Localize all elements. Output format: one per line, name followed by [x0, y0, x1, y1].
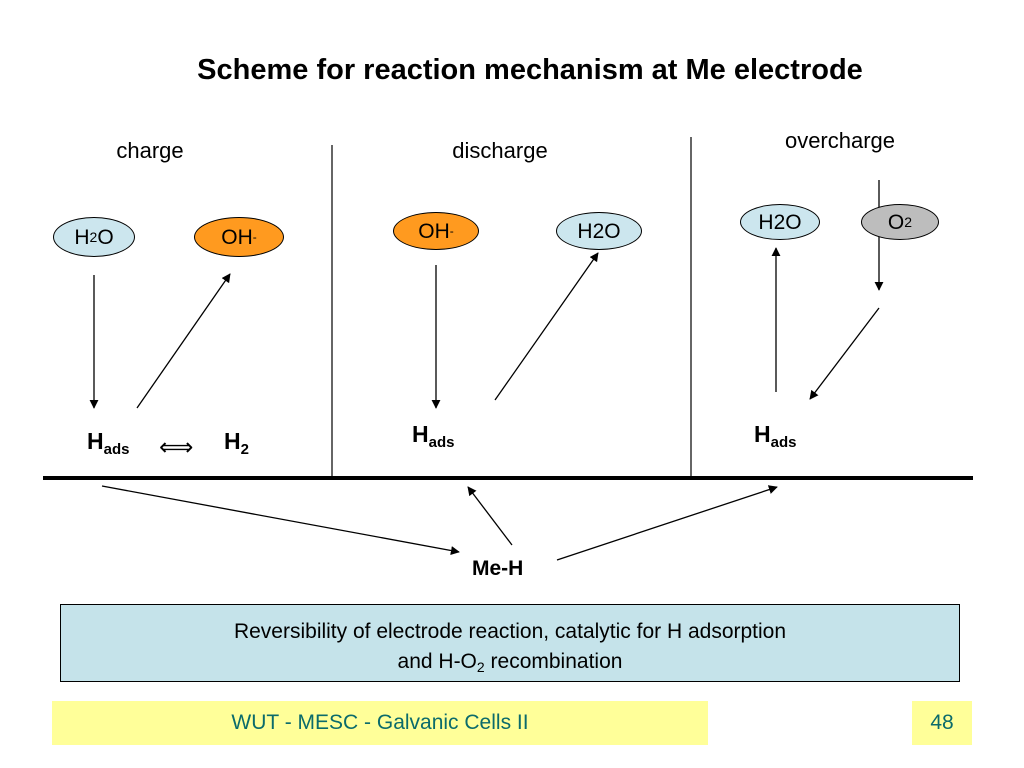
arrow-hads-to-water — [494, 252, 599, 401]
footer-bar: WUT - MESC - Galvanic Cells II — [52, 701, 708, 745]
column-label-overcharge: overcharge — [784, 128, 896, 153]
column-label-discharge: discharge — [452, 138, 548, 163]
note-box: Reversibility of electrode reaction, cat… — [60, 604, 960, 682]
note-line-1: Reversibility of electrode reaction, cat… — [233, 620, 787, 643]
electrode-label: Me-H — [472, 557, 524, 580]
arrow-surface-to-meh — [101, 485, 460, 555]
arrow-meh-to-surface-center — [467, 486, 513, 546]
ellipse-water-discharge: H2O — [556, 212, 642, 250]
ellipse-water-overcharge: H2O — [740, 204, 820, 240]
column-label-charge: charge — [116, 138, 184, 163]
arrow-meh-to-surface-right — [556, 485, 778, 561]
arrow-hads-to-oh — [136, 273, 231, 409]
equilibrium-arrow-icon: ⟺ — [159, 434, 194, 461]
page-number: 48 — [912, 701, 972, 745]
h2-label-charge: H2 — [224, 428, 249, 458]
arrow-to-hads-overcharge — [809, 307, 880, 400]
hads-label-charge: Hads — [87, 428, 130, 458]
note-line-2: and H-O2 recombination — [397, 650, 623, 675]
slide-title: Scheme for reaction mechanism at Me elec… — [197, 54, 863, 86]
hads-label-overcharge: Hads — [754, 421, 797, 451]
ellipse-hydroxide-discharge: OH- — [393, 212, 479, 250]
hads-label-discharge: Hads — [412, 421, 455, 451]
ellipse-hydroxide-charge: OH- — [194, 217, 284, 257]
